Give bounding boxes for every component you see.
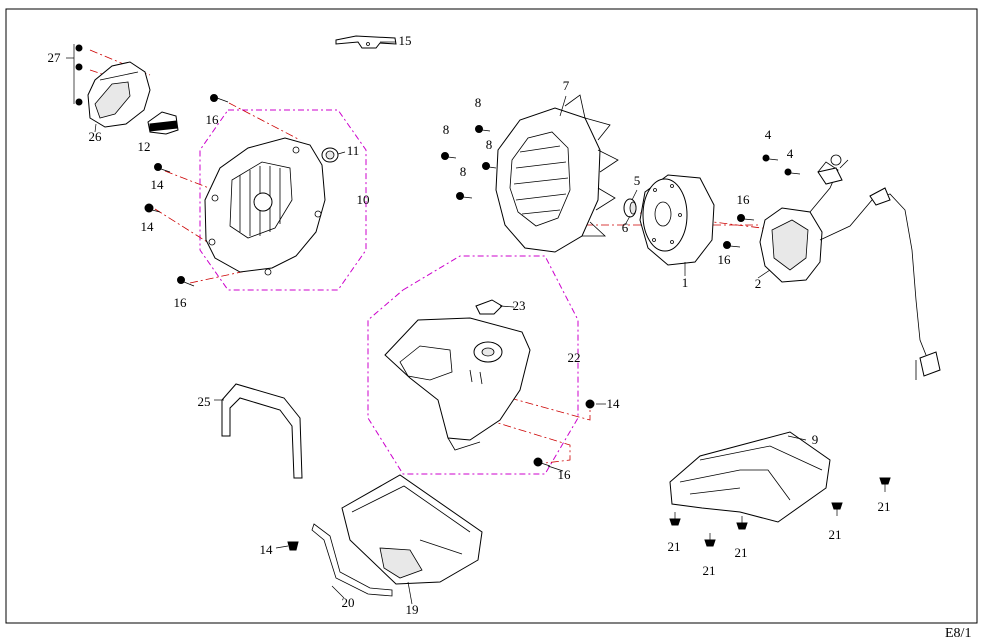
- callout-c16a: 16: [206, 112, 220, 127]
- callout-c25: 25: [198, 394, 211, 409]
- callout-c8c: 8: [486, 137, 493, 152]
- callout-c9: 9: [812, 432, 819, 447]
- callout-c12: 12: [138, 139, 151, 154]
- part-10-fan-shroud: [204, 137, 326, 276]
- part-11-plug: [321, 147, 339, 163]
- callout-c27: 27: [48, 50, 62, 65]
- clips-21: [669, 477, 891, 547]
- part-19-lower-cover: [341, 474, 483, 585]
- callout-c11: 11: [347, 143, 360, 158]
- callout-c5: 5: [634, 173, 641, 188]
- callout-c14b: 14: [141, 219, 155, 234]
- part-22-cylinder-cover: [384, 299, 531, 451]
- part-1-flywheel: [639, 174, 715, 266]
- part-26-cover: [73, 44, 151, 128]
- callout-c4b: 4: [787, 146, 794, 161]
- callout-c14d: 14: [260, 542, 274, 557]
- callout-c14c: 14: [607, 396, 621, 411]
- callout-c16e: 16: [558, 467, 572, 482]
- callout-c15: 15: [399, 33, 412, 48]
- callout-c10: 10: [357, 192, 370, 207]
- bolts-left: [144, 94, 229, 287]
- callout-c19: 19: [406, 602, 419, 617]
- callout-c6: 6: [622, 220, 629, 235]
- part-20-seal: [311, 523, 393, 597]
- callout-c21c: 21: [668, 539, 681, 554]
- callout-c4a: 4: [765, 127, 772, 142]
- callout-c1: 1: [682, 275, 689, 290]
- part-12-cap: [147, 111, 179, 135]
- diagram-frame: [5, 8, 978, 624]
- callout-c8b: 8: [443, 122, 450, 137]
- callout-c16b: 16: [174, 295, 188, 310]
- callout-c2: 2: [755, 276, 762, 291]
- part-2-stator: [759, 154, 941, 380]
- callout-c21e: 21: [703, 563, 716, 578]
- callout-c21d: 21: [735, 545, 748, 560]
- part-5-6-nut: [623, 198, 637, 218]
- callout-c16d: 16: [718, 252, 732, 267]
- callout-c7: 7: [563, 78, 570, 93]
- part-9-duct: [669, 431, 831, 523]
- callout-c26: 26: [89, 129, 103, 144]
- callout-c8a: 8: [475, 95, 482, 110]
- page-code: E8/1: [945, 626, 971, 641]
- callout-c8d: 8: [460, 164, 467, 179]
- callout-c22: 22: [568, 350, 581, 365]
- callout-c20: 20: [342, 595, 355, 610]
- callout-c21b: 21: [829, 527, 842, 542]
- bolts-lower: [287, 399, 595, 551]
- group-outline-shroud: [199, 109, 367, 291]
- callout-c14a: 14: [151, 177, 165, 192]
- part-15-bracket: [335, 35, 397, 49]
- bolts-8: [441, 125, 497, 200]
- group-outline-cylinder-cover: [367, 255, 579, 475]
- part-25-seal: [221, 383, 303, 479]
- part-7-cooling-fan: [495, 94, 619, 253]
- callout-c23: 23: [513, 298, 526, 313]
- callout-c16c: 16: [737, 192, 751, 207]
- bolts-right: [723, 154, 801, 249]
- leader-lines: [66, 41, 807, 605]
- callout-c21a: 21: [878, 499, 891, 514]
